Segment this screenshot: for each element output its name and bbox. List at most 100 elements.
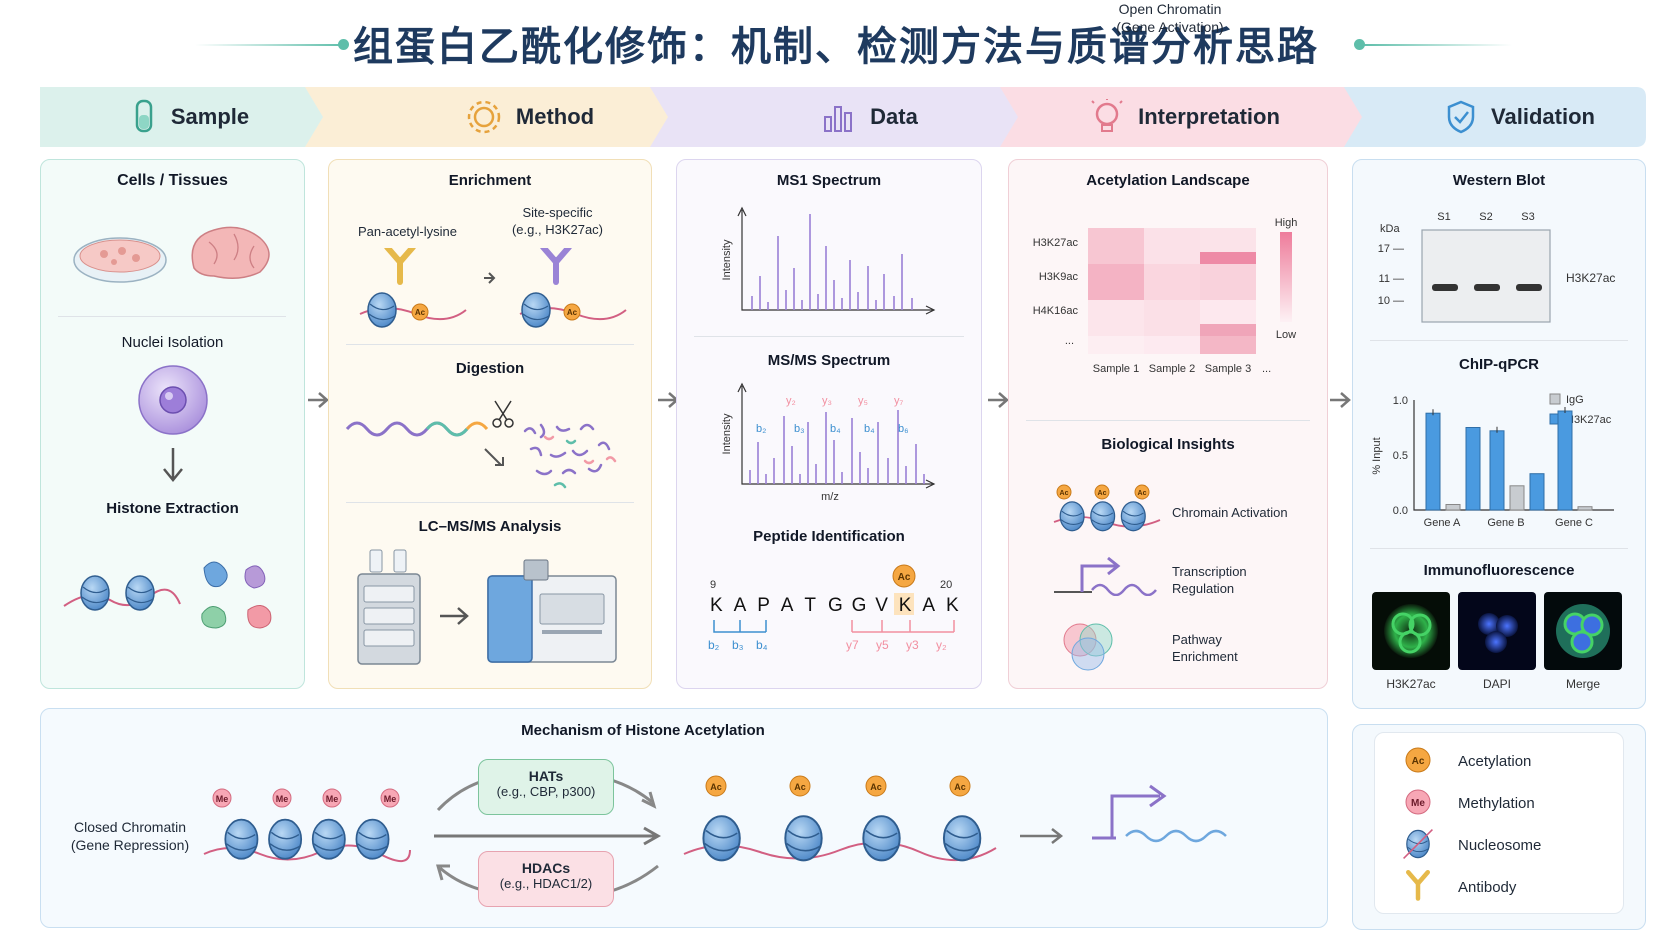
immunofluorescence-images: H3K27ac DAPI Merge	[1372, 592, 1622, 691]
histone-extraction-title: Histone Extraction	[106, 500, 239, 517]
ac-badge-icon	[865, 775, 887, 797]
peptide-residue: K	[710, 595, 723, 616]
stage-sample: Sample	[80, 87, 300, 147]
marker-label: 10 —	[1378, 295, 1404, 307]
hdacs-title: HDACs	[521, 860, 571, 876]
heatmap-cell	[1088, 300, 1144, 336]
svg-text:Me: Me	[326, 794, 339, 804]
bar-h3k27ac	[1465, 427, 1481, 511]
open-chromatin-label: Open Chromatin (Gene Activation)	[1116, 1, 1224, 36]
hats-subtitle: (e.g., CBP, p300)	[496, 784, 596, 799]
antibody-icon	[1408, 872, 1428, 898]
stage-interp-bg	[1000, 87, 1380, 147]
svg-text:Me: Me	[384, 794, 397, 804]
y-fragment-label: y₂	[936, 638, 947, 652]
lane-label: S2	[1479, 211, 1492, 223]
svg-text:Ac: Ac	[415, 308, 426, 317]
msms-x-axis-label: m/z	[821, 491, 839, 503]
peptide-id-title: Peptide Identification	[753, 528, 905, 545]
heatmap-cells	[1088, 228, 1256, 354]
svg-text:Ac: Ac	[567, 308, 578, 317]
y-tick-label: 0.0	[1393, 505, 1408, 517]
blot-band	[1432, 284, 1458, 291]
heatmap-row-label: H4K16ac	[1033, 305, 1079, 317]
arrow-down-icon	[163, 448, 183, 482]
msms-spectrum-chart: y₂ y₃ y₅ y₇ b₂ b₃ b₄ b₄ b₆ m/z Intensity	[721, 382, 936, 503]
chip-y-axis-label: % Input	[1371, 437, 1383, 474]
peptide-start-number: 9	[710, 579, 716, 591]
tube-icon	[135, 99, 153, 133]
hats-box: HATs (e.g., CBP, p300)	[478, 759, 614, 815]
b-fragment-label: b₂	[708, 638, 720, 652]
me-badge-icon	[322, 788, 342, 808]
page-title: 组蛋白乙酰化修饰：机制、检测方法与质谱分析思路	[353, 24, 1319, 70]
legend-methylation: Methylation	[1458, 795, 1535, 812]
gene-activation-icon	[1092, 784, 1227, 843]
legend-igg-label: IgG	[1566, 394, 1584, 406]
transcription-arrow-icon	[1054, 556, 1157, 596]
closed-chromatin-label: Closed Chromatin (Gene Repression)	[70, 819, 190, 854]
title-decor-dot-right	[1354, 39, 1365, 50]
ac-badge-icon	[705, 775, 727, 797]
ac-badge-icon	[1405, 747, 1431, 773]
me-badge-icon	[1405, 789, 1431, 815]
y-ion-label: y₅	[858, 395, 868, 407]
b-fragment-label: b₃	[732, 638, 744, 652]
heatmap-cell	[1088, 336, 1144, 354]
shield-check-icon	[1447, 100, 1475, 134]
stage-validation: Validation	[1410, 87, 1630, 147]
b-ion-label: b₂	[756, 423, 766, 435]
stage-valid-label: Validation	[1491, 104, 1595, 129]
stage-data-label: Data	[870, 104, 918, 129]
hats-title: HATs	[528, 768, 564, 784]
stage-interp-label: Interpretation	[1138, 104, 1280, 129]
lightbulb-icon	[1091, 99, 1123, 132]
marker-label: 17 —	[1378, 243, 1404, 255]
peptide-residue: G	[852, 595, 867, 616]
cells-tissues-illustration	[73, 226, 270, 283]
stage-banner-row	[40, 87, 1646, 147]
ms1-y-axis-label: Intensity	[721, 239, 733, 280]
bar-igg	[1577, 506, 1593, 511]
svg-text:Me: Me	[216, 794, 229, 804]
peptide-residue: V	[875, 595, 888, 616]
peptide-residue: A	[922, 595, 935, 616]
peptide-end-number: 20	[940, 579, 952, 591]
y-fragment-label: y3	[906, 638, 919, 652]
heatmap-cell	[1200, 228, 1256, 252]
heatmap-col-label: Sample 3	[1205, 363, 1251, 375]
scale-low-label: Low	[1276, 329, 1296, 341]
heatmap-col-label: Sample 2	[1149, 363, 1195, 375]
stage-data-bg	[650, 87, 1036, 147]
ac-badge-icon	[949, 775, 971, 797]
antibody-icon	[387, 248, 413, 282]
lane-label: S3	[1521, 211, 1534, 223]
stage-sample-label: Sample	[170, 104, 250, 129]
western-blot-image: kDa 17 — 11 — 10 — S1 S2 S3 H3K27ac	[1378, 211, 1615, 323]
if-label: Merge	[1566, 677, 1600, 691]
ac-badge-icon	[789, 775, 811, 797]
msms-peaks	[749, 410, 925, 484]
title-decor-right	[1362, 44, 1512, 46]
x-category-label: Gene C	[1555, 517, 1593, 529]
heatmap-cell	[1088, 264, 1144, 300]
heatmap-cell	[1200, 336, 1256, 354]
stage-method: Method	[420, 87, 640, 147]
svg-text:Ac: Ac	[1098, 490, 1107, 497]
arrow-right-icon	[308, 392, 329, 408]
gear-icon	[467, 100, 501, 134]
y-tick-label: 0.5	[1393, 450, 1408, 462]
insight-pathway-label: Pathway Enrichment	[1172, 632, 1238, 664]
x-category-label: Gene B	[1487, 517, 1524, 529]
me-badge-icon	[212, 788, 232, 808]
legend-acetylation: Acetylation	[1458, 753, 1532, 770]
biological-insights-title: Biological Insights	[1101, 436, 1235, 453]
marker-label: 11 —	[1379, 273, 1404, 285]
scale-high-label: High	[1275, 217, 1298, 229]
heatmap-col-label: ...	[1262, 363, 1271, 375]
svg-text:Ac: Ac	[954, 782, 966, 792]
wb-target-label: H3K27ac	[1566, 271, 1615, 285]
pathway-venn-icon	[1063, 623, 1113, 671]
b-ion-label: b₄	[830, 423, 841, 435]
svg-text:Ac: Ac	[870, 782, 882, 792]
